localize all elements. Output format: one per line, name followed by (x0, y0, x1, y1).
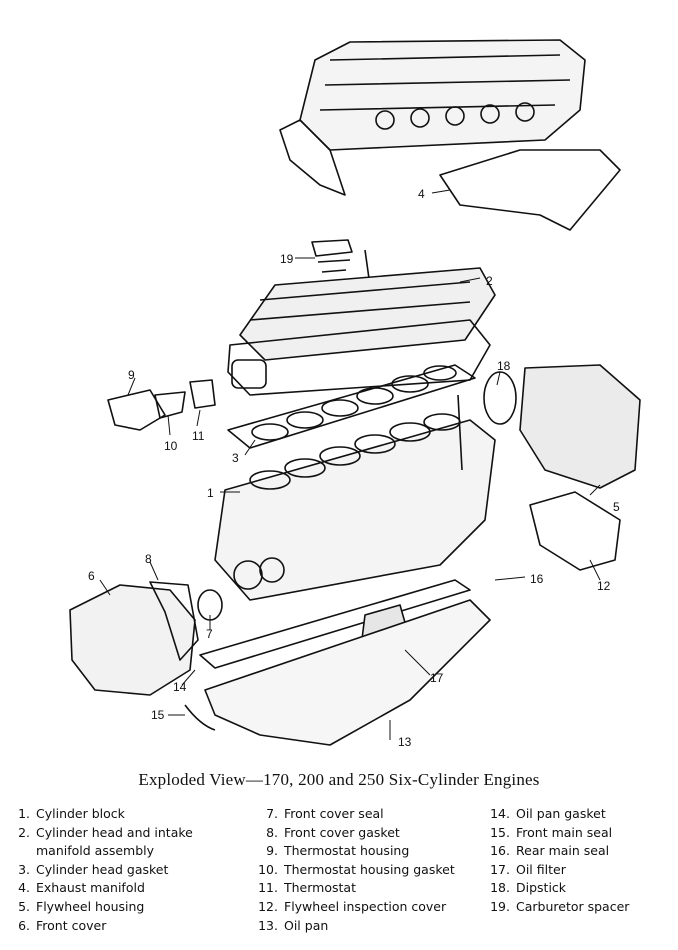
legend-item: 1.Cylinder block (18, 806, 125, 821)
legend-column-1: 1.Cylinder block 2.Cylinder head and int… (8, 805, 193, 935)
legend-item: 5.Flywheel housing (18, 898, 145, 914)
legend-item: 4.Exhaust manifold (18, 880, 145, 896)
cylinder-block-part (214, 413, 496, 601)
thermostat-housing-part (107, 379, 216, 431)
callout-4: 4 (418, 187, 425, 201)
callout-2: 2 (486, 274, 493, 288)
legend-item: 10.Thermostat housing gasket (258, 861, 455, 877)
callout-13: 13 (398, 735, 412, 749)
legend-item: 12.Flywheel inspection cover (258, 898, 447, 914)
legend-item: 3.Cylinder head gasket (18, 861, 169, 877)
callout-11: 11 (192, 429, 205, 443)
legend-item: 19.Carburetor spacer (490, 898, 630, 914)
legend-column-3: 14.Oil pan gasket 15.Front main seal 16.… (488, 805, 629, 917)
callout-7: 7 (206, 627, 213, 641)
oil-pan-gasket-part (199, 579, 471, 669)
legend-item: 13.Oil pan (258, 917, 329, 933)
exploded-engine-diagram: 1 2 3 4 5 6 7 8 9 10 11 12 13 14 15 16 1… (69, 39, 641, 749)
callout-12: 12 (597, 579, 611, 593)
callout-14: 14 (173, 680, 187, 694)
head-gasket-part (227, 364, 476, 449)
legend-item: 14.Oil pan gasket (490, 806, 606, 821)
callout-5: 5 (613, 500, 620, 514)
flywheel-housing-part (483, 364, 641, 489)
front-cover-part (69, 581, 223, 696)
callout-3: 3 (232, 451, 239, 465)
legend-item: 9.Thermostat housing (266, 843, 410, 859)
legend-column-2: 7.Front cover seal 8.Front cover gasket … (256, 805, 455, 935)
callout-17: 17 (430, 671, 444, 685)
callout-8: 8 (145, 552, 152, 566)
legend-item: 17.Oil filter (490, 861, 566, 877)
callout-19: 19 (280, 252, 294, 266)
legend-item: 7.Front cover seal (266, 806, 384, 821)
callout-18: 18 (497, 359, 511, 373)
dipstick-part (457, 394, 463, 471)
oil-pan-part (204, 599, 491, 746)
callout-9: 9 (128, 368, 135, 382)
legend-item: 15.Front main seal (490, 824, 613, 840)
callout-16: 16 (530, 572, 544, 586)
legend-item: 11.Thermostat (258, 880, 356, 896)
flywheel-inspection-cover-part (529, 491, 621, 571)
figure-caption: Exploded View—170, 200 and 250 Six-Cylin… (138, 770, 540, 789)
front-main-seal-part (184, 704, 216, 731)
legend-item: 18.Dipstick (490, 880, 567, 896)
exhaust-manifold-part (279, 39, 621, 231)
legend-item: 6.Front cover (18, 917, 107, 933)
callout-15: 15 (151, 708, 165, 722)
legend-item: 2.Cylinder head and intake (18, 824, 193, 840)
legend-item-continuation: manifold assembly (36, 843, 155, 859)
callout-6: 6 (88, 569, 95, 583)
callout-1: 1 (207, 486, 214, 500)
callout-10: 10 (164, 439, 178, 453)
legend-item: 16.Rear main seal (490, 843, 610, 859)
legend-item: 8.Front cover gasket (266, 824, 400, 840)
